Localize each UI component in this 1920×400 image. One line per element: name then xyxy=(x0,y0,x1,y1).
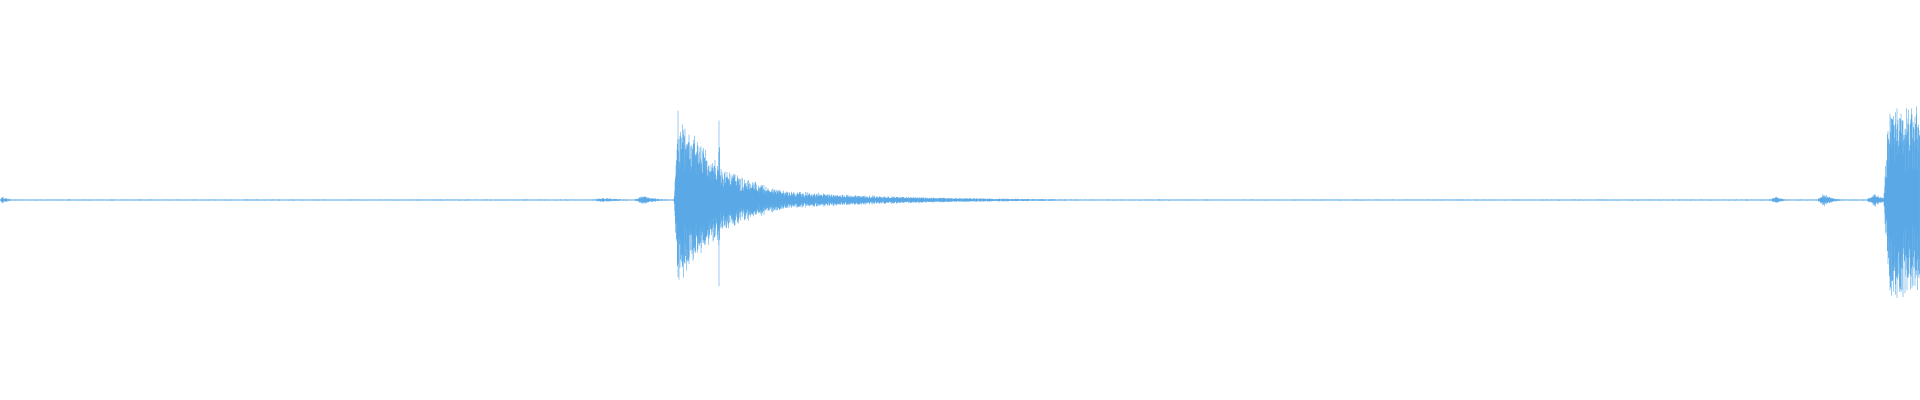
waveform-panel[interactable] xyxy=(0,0,1920,400)
audio-waveform[interactable] xyxy=(0,0,1920,400)
